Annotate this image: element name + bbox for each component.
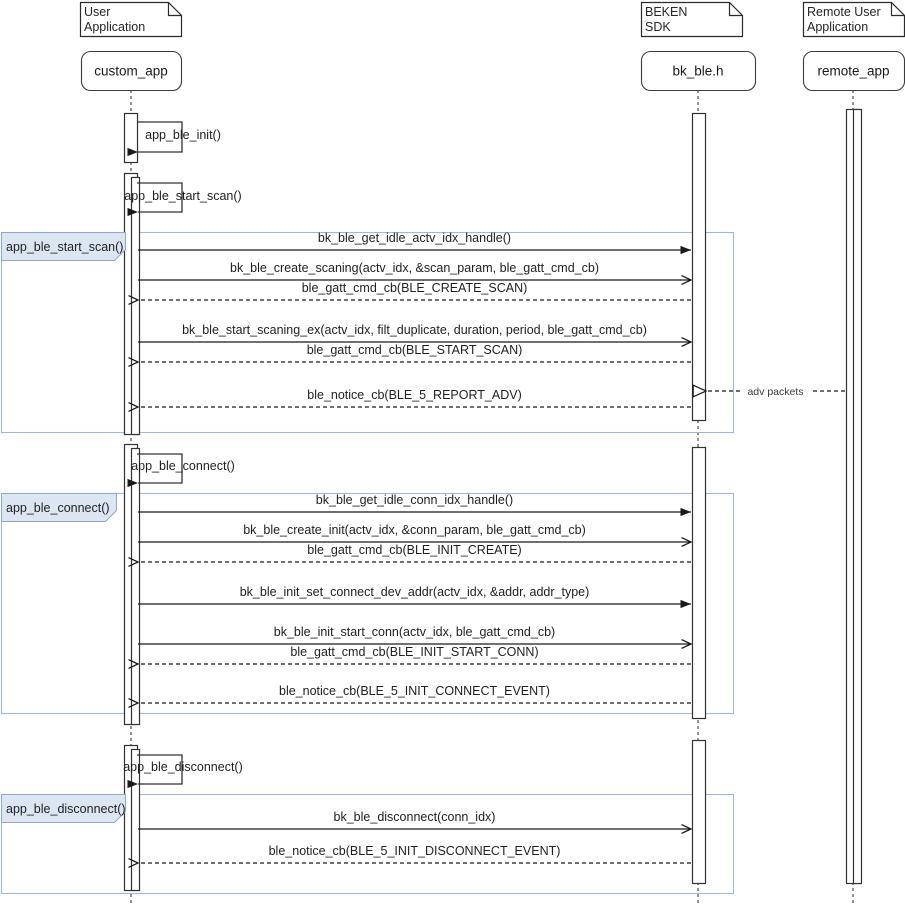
msg-ble-gatt-cmd-cb-start-scan[interactable]: ble_gatt_cmd_cb(BLE_START_SCAN)	[138, 343, 691, 362]
fragment-app-ble-connect-label-text: app_ble_connect()	[6, 501, 110, 515]
fragment-app-ble-start-scan-box	[0, 231, 735, 434]
msg-bk-ble-create-scaning-label: bk_ble_create_scaning(actv_idx, &scan_pa…	[230, 261, 599, 275]
fragment-app-ble-connect-box	[0, 492, 735, 715]
msg-bk-ble-init-start-conn-label: bk_ble_init_start_conn(actv_idx, ble_gat…	[274, 625, 555, 639]
note-user-application-shape	[79, 1, 183, 38]
actor-custom-app-label: custom_app	[94, 64, 168, 79]
self-app-ble-init-label: app_ble_init()	[145, 128, 221, 142]
msg-adv-packets-label-bg	[740, 384, 811, 398]
self-app-ble-disconnect-path	[127, 754, 183, 789]
self-app-ble-init-path	[127, 121, 183, 157]
self-app-ble-init[interactable]: app_ble_init()	[127, 121, 221, 157]
self-app-ble-start-scan-label: app_ble_start_scan()	[124, 189, 241, 203]
msg-ble-gatt-cmd-cb-start-scan-label: ble_gatt_cmd_cb(BLE_START_SCAN)	[307, 343, 523, 357]
note-user-application-line-1: Application	[84, 20, 145, 34]
msg-ble-gatt-cmd-cb-create-scan-label: ble_gatt_cmd_cb(BLE_CREATE_SCAN)	[302, 281, 528, 295]
msg-ble-gatt-cmd-cb-create-scan[interactable]: ble_gatt_cmd_cb(BLE_CREATE_SCAN)	[138, 281, 691, 300]
note-remote-user-application-fold-icon	[890, 2, 905, 17]
msg-ble-gatt-cmd-cb-init-create-label: ble_gatt_cmd_cb(BLE_INIT_CREATE)	[307, 543, 521, 557]
note-beken-sdk-line-0: BEKEN	[645, 5, 687, 19]
activation-remote-app-inner	[852, 108, 863, 885]
msg-bk-ble-get-idle-conn-idx-handle-label: bk_ble_get_idle_conn_idx_handle()	[316, 493, 513, 507]
msg-ble-gatt-cmd-cb-init-start-conn-label: ble_gatt_cmd_cb(BLE_INIT_START_CONN)	[290, 645, 538, 659]
fragments-layer	[0, 231, 735, 895]
actor-custom-app[interactable]: custom_app	[80, 50, 183, 92]
self-app-ble-start-scan[interactable]: app_ble_start_scan()	[124, 182, 242, 217]
actor-remote-app[interactable]: remote_app	[802, 50, 905, 92]
note-beken-sdk-fold-icon	[728, 2, 743, 17]
fragment-app-ble-disconnect-label-tab: app_ble_disconnect()	[1, 794, 126, 823]
msg-bk-ble-start-scaning-ex[interactable]: bk_ble_start_scaning_ex(actv_idx, filt_d…	[138, 323, 691, 342]
msg-bk-ble-get-idle-actv-idx-handle[interactable]: bk_ble_get_idle_actv_idx_handle()	[138, 231, 691, 255]
msg-adv-packets-label: adv packets	[747, 386, 803, 398]
msg-adv-packets[interactable]: adv packets	[706, 384, 845, 398]
msg-ble-notice-cb-init-connect-event[interactable]: ble_notice_cb(BLE_5_INIT_CONNECT_EVENT)	[138, 684, 691, 703]
self-app-ble-connect-path	[127, 453, 183, 488]
activation-bk-ble-scan	[691, 112, 707, 422]
actor-bk-ble-h-label: bk_ble.h	[672, 64, 723, 79]
msg-bk-ble-create-init[interactable]: bk_ble_create_init(actv_idx, &conn_param…	[138, 523, 691, 542]
fragment-labels-layer: app_ble_start_scan() app_ble_connect()app…	[1, 232, 126, 823]
self-app-ble-connect-label: app_ble_connect()	[131, 459, 235, 473]
actor-bk-ble-h-box	[640, 50, 757, 92]
self-app-ble-disconnect[interactable]: app_ble_disconnect()	[123, 754, 243, 789]
activation-bk-ble-connect	[691, 446, 707, 720]
actor-boxes-layer: custom_app bk_ble.h remote_app	[80, 50, 905, 92]
fragment-app-ble-disconnect-box	[0, 793, 735, 895]
msg-bk-ble-get-idle-actv-idx-handle-label: bk_ble_get_idle_actv_idx_handle()	[318, 231, 511, 245]
activation-custom-app-connect-inner	[130, 447, 141, 726]
note-user-application-fold-icon	[167, 2, 182, 17]
msg-bk-ble-init-set-connect-dev-addr-label: bk_ble_init_set_connect_dev_addr(actv_id…	[240, 585, 590, 599]
actor-bk-ble-h[interactable]: bk_ble.h	[640, 50, 757, 92]
activation-custom-app-init	[123, 112, 139, 164]
msg-ble-notice-cb-init-disconnect-event[interactable]: ble_notice_cb(BLE_5_INIT_DISCONNECT_EVEN…	[138, 844, 691, 863]
fragment-app-ble-connect-label-shape	[1, 493, 117, 522]
messages-layer: bk_ble_get_idle_actv_idx_handle() bk_ble_…	[138, 231, 845, 863]
msg-bk-ble-disconnect[interactable]: bk_ble_disconnect(conn_idx)	[138, 810, 691, 829]
fragment-app-ble-start-scan-label-text: app_ble_start_scan()	[6, 240, 123, 254]
msg-ble-gatt-cmd-cb-init-create[interactable]: ble_gatt_cmd_cb(BLE_INIT_CREATE)	[138, 543, 691, 562]
msg-bk-ble-create-init-label: bk_ble_create_init(actv_idx, &conn_param…	[243, 523, 586, 537]
fragment-app-ble-disconnect-label-text: app_ble_disconnect()	[6, 802, 126, 816]
msg-ble-notice-cb-init-disconnect-event-label: ble_notice_cb(BLE_5_INIT_DISCONNECT_EVEN…	[269, 844, 561, 858]
msg-bk-ble-create-scaning[interactable]: bk_ble_create_scaning(actv_idx, &scan_pa…	[138, 261, 691, 280]
activation-custom-app-disconnect-inner	[130, 748, 141, 892]
msg-ble-notice-cb-report-adv[interactable]: ble_notice_cb(BLE_5_REPORT_ADV)	[138, 388, 691, 407]
note-beken-sdk-shape	[640, 1, 744, 38]
self-app-ble-start-scan-path	[127, 182, 183, 217]
msg-bk-ble-get-idle-conn-idx-handle[interactable]: bk_ble_get_idle_conn_idx_handle()	[138, 493, 691, 517]
self-app-ble-connect[interactable]: app_ble_connect()	[127, 453, 235, 488]
activation-bk-ble-disconnect	[691, 739, 707, 885]
msg-ble-notice-cb-init-connect-event-label: ble_notice_cb(BLE_5_INIT_CONNECT_EVENT)	[279, 684, 550, 698]
note-remote-user-application-line-0: Remote User	[807, 5, 881, 19]
msg-bk-ble-init-set-connect-dev-addr[interactable]: bk_ble_init_set_connect_dev_addr(actv_id…	[138, 585, 691, 609]
fragment-app-ble-disconnect-label-shape	[1, 794, 126, 823]
fragment-app-ble-connect-label-tab: app_ble_connect()	[1, 493, 117, 522]
note-beken-sdk-line-1: SDK	[645, 20, 671, 34]
actor-remote-app-label: remote_app	[817, 64, 889, 79]
self-messages-layer: app_ble_init() app_ble_start_scan() app_bl…	[123, 121, 243, 789]
note-user-application-line-0: User	[84, 5, 110, 19]
activation-custom-app-scan-inner	[130, 176, 141, 436]
note-remote-user-application-line-1: Application	[807, 20, 868, 34]
msg-ble-gatt-cmd-cb-init-start-conn[interactable]: ble_gatt_cmd_cb(BLE_INIT_START_CONN)	[138, 645, 691, 664]
msg-ble-notice-cb-report-adv-label: ble_notice_cb(BLE_5_REPORT_ADV)	[307, 388, 521, 402]
activations-layer	[123, 108, 863, 892]
fragment-app-ble-start-scan-label-tab: app_ble_start_scan()	[1, 232, 126, 261]
self-app-ble-disconnect-label: app_ble_disconnect()	[123, 760, 243, 774]
msg-bk-ble-disconnect-label: bk_ble_disconnect(conn_idx)	[334, 810, 496, 824]
msg-bk-ble-init-start-conn[interactable]: bk_ble_init_start_conn(actv_idx, ble_gat…	[138, 625, 691, 644]
msg-bk-ble-start-scaning-ex-label: bk_ble_start_scaning_ex(actv_idx, filt_d…	[182, 323, 647, 337]
fragment-app-ble-start-scan-label-shape	[1, 232, 126, 261]
actor-custom-app-box	[80, 50, 183, 92]
